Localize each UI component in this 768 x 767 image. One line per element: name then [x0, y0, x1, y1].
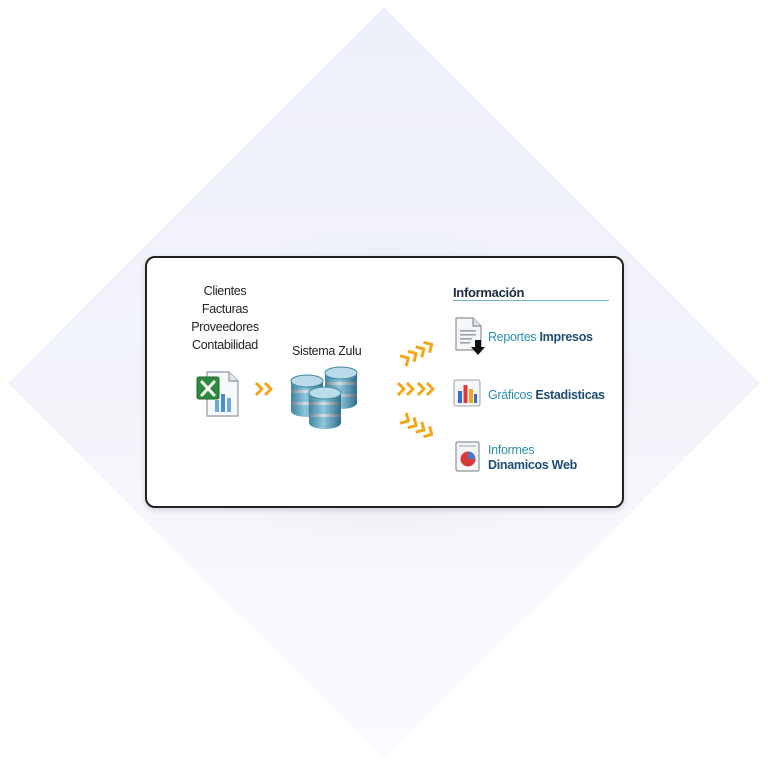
- bar-chart-icon: [453, 379, 481, 407]
- web-report-icon: [455, 441, 480, 472]
- output-web-reports: Informes Dinamicos Web: [488, 443, 577, 473]
- source-item: Clientes: [203, 284, 247, 298]
- flow-arrow-icon: [255, 382, 273, 396]
- output-label-bold: Impresos: [539, 330, 593, 344]
- output-label-regular: Informes: [488, 443, 535, 457]
- info-title: Información: [453, 285, 525, 300]
- flow-arrow-up-icon: [399, 340, 434, 367]
- system-label: Sistema Zulu: [292, 344, 362, 358]
- info-divider: [453, 300, 609, 301]
- output-label-bold: Dinamicos Web: [488, 458, 577, 472]
- source-list: Clientes Facturas Proveedores Contabilid…: [185, 282, 265, 354]
- output-printed-reports: Reportes Impresos: [488, 330, 593, 344]
- flow-arrow-down-icon: [399, 412, 434, 439]
- flow-arrow-right-icon: [397, 382, 435, 396]
- output-label-bold: Estadisticas: [535, 388, 605, 402]
- output-label-regular: Reportes: [488, 330, 540, 344]
- source-item: Proveedores: [191, 320, 259, 334]
- output-statistics-charts: Gráficos Estadisticas: [488, 388, 605, 402]
- database-icon: [290, 366, 358, 429]
- source-item: Contabilidad: [192, 338, 258, 352]
- document-download-icon: [455, 317, 485, 355]
- output-label-regular: Gráficos: [488, 388, 536, 402]
- diagram-card: Clientes Facturas Proveedores Contabilid…: [145, 256, 624, 508]
- excel-file-icon: [196, 371, 239, 417]
- source-item: Facturas: [201, 302, 249, 316]
